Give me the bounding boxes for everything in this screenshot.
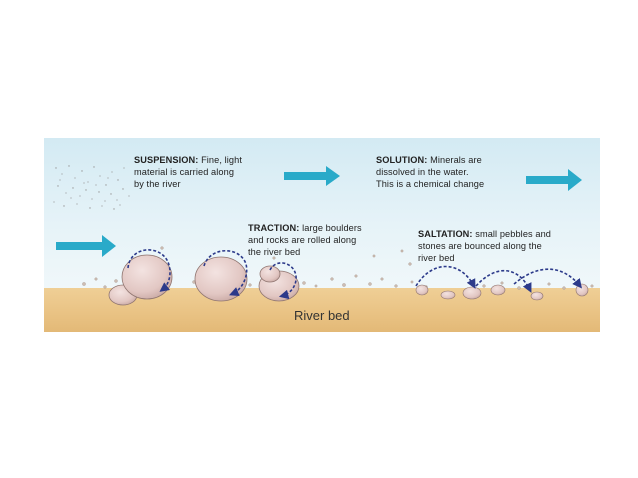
suspension-line-1: Fine, light [201,155,242,165]
rolling-arrow-icon [127,249,171,292]
river-bed-label: River bed [294,308,350,323]
river-diagram: SUSPENSION: Fine, light material is carr… [44,138,600,338]
saltation-line-2: stones are bounced along the [418,241,542,251]
saltation-label: SALTATION: small pebbles and stones are … [418,228,598,264]
rolling-arrow-icon [269,262,297,300]
suspension-heading: SUSPENSION: [134,155,199,165]
traction-label: TRACTION: large boulders and rocks are r… [248,222,408,258]
solution-line-2: dissolved in the water. [376,167,469,177]
suspension-line-3: by the river [134,179,181,189]
suspension-line-2: material is carried along [134,167,235,177]
flow-arrow-icon [526,169,582,191]
traction-line-3: the river bed [248,247,301,257]
saltation-line-1: small pebbles and [475,229,552,239]
boulders [108,254,300,306]
solution-label: SOLUTION: Minerals are dissolved in the … [376,154,546,190]
bounce-arrow-icon [415,265,583,293]
suspension-label: SUSPENSION: Fine, light material is carr… [134,154,294,190]
solution-heading: SOLUTION: [376,155,428,165]
saltation-line-3: river bed [418,253,455,263]
rolling-arrow-icon [203,250,248,297]
pebbles [415,283,589,301]
traction-line-1: large boulders [302,223,362,233]
flow-arrow-icon [284,166,340,186]
flow-arrow-icon [56,235,116,257]
solution-line-3: This is a chemical change [376,179,485,189]
traction-heading: TRACTION: [248,223,300,233]
solution-line-1: Minerals are [430,155,482,165]
traction-line-2: and rocks are rolled along [248,235,357,245]
diagram-artwork [53,165,594,306]
suspended-particles [53,165,130,210]
saltation-heading: SALTATION: [418,229,473,239]
